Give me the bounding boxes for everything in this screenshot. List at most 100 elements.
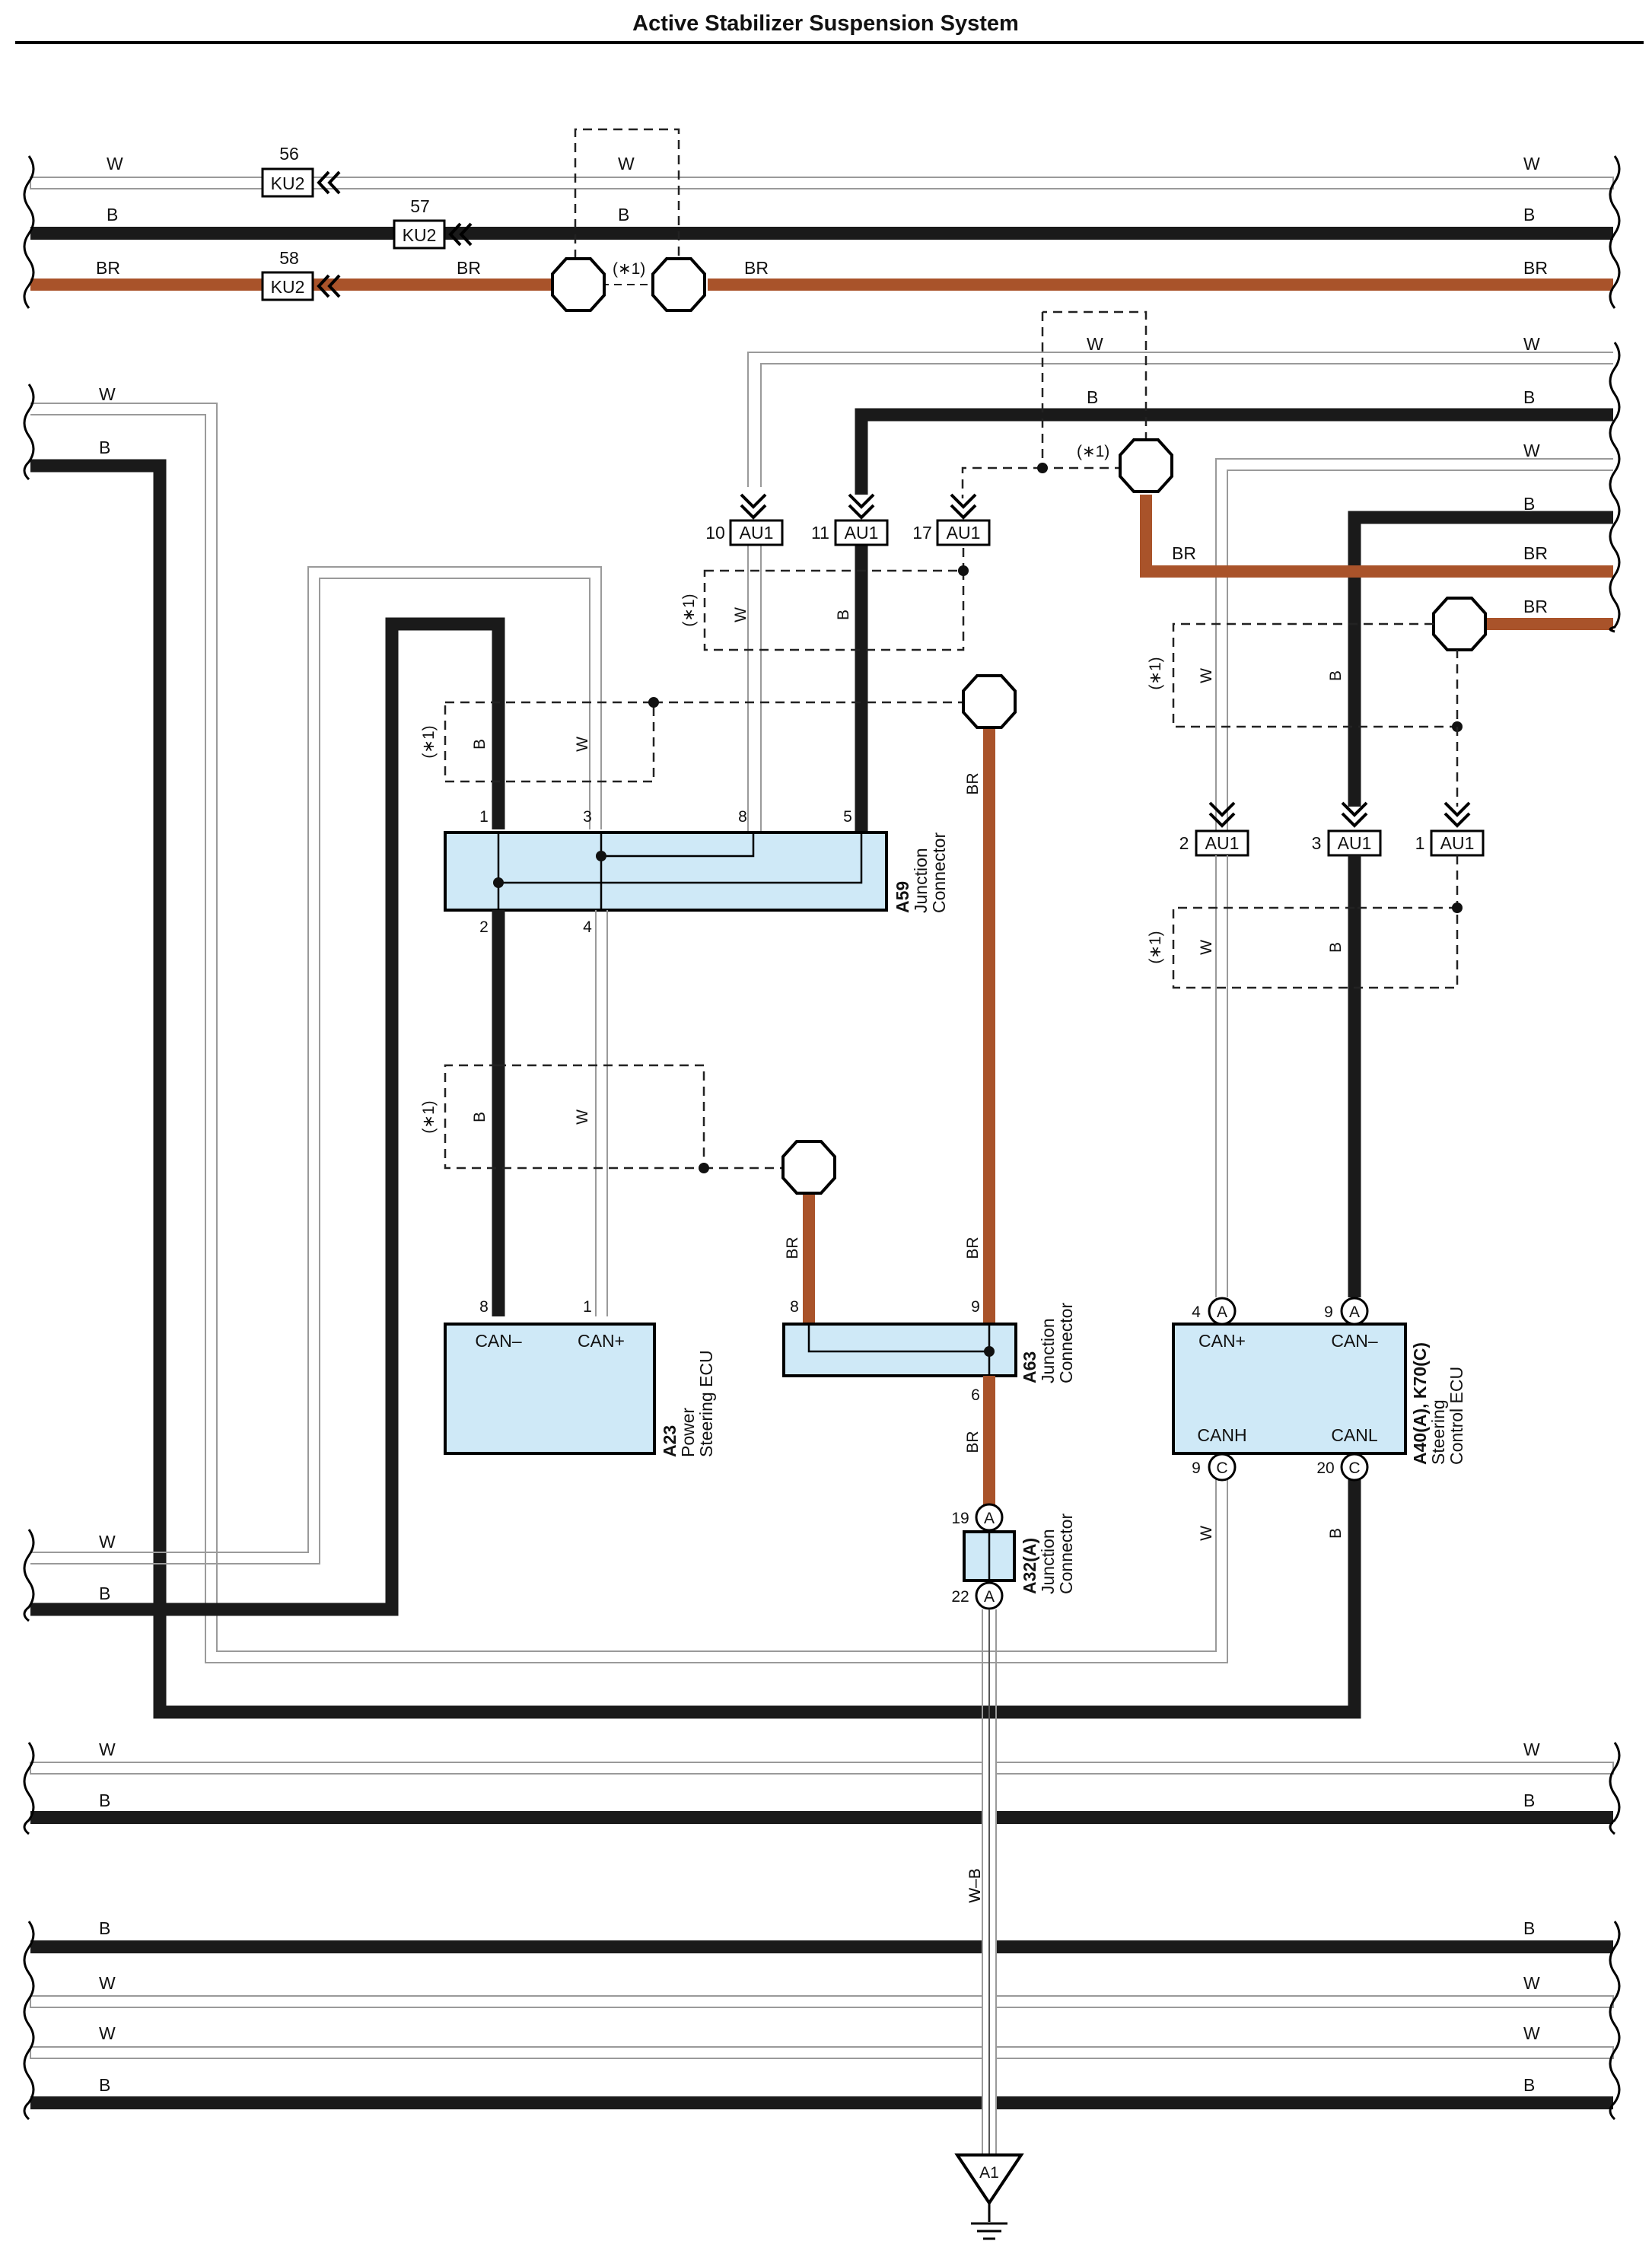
- connector-code: AU1: [845, 523, 879, 543]
- wire-label-b: B: [618, 205, 629, 224]
- arrow: [848, 504, 875, 520]
- wire-label-br: BR: [96, 258, 120, 278]
- connector-box: [261, 271, 314, 301]
- bottom-bus: W–B W B B W W B W B B W W B: [30, 1740, 1614, 2153]
- pin-number: 2: [479, 918, 489, 936]
- splice-icon: [781, 1140, 836, 1195]
- wire-label-w: W: [574, 1109, 591, 1125]
- optional-mark: (∗1): [1077, 443, 1109, 460]
- w-wire: [747, 352, 1613, 487]
- pin-number: 56: [279, 144, 299, 164]
- wire-label-br: BR: [784, 1237, 801, 1259]
- pin-letter: A: [1217, 1303, 1227, 1321]
- connector-body: [782, 1323, 1017, 1377]
- component-name: Connector: [1056, 1303, 1076, 1383]
- wire-break-icon: [1609, 1921, 1621, 2121]
- wire-label-w: W: [1523, 1973, 1540, 1993]
- w-wire: [1215, 458, 1613, 837]
- wire-label-b: B: [1327, 942, 1345, 953]
- w-wire: [30, 414, 1228, 1663]
- w-wire: [30, 566, 602, 1564]
- pin-number: 8: [479, 1298, 489, 1316]
- wire-label-b: B: [1523, 494, 1535, 514]
- wire-label-w: W: [99, 1973, 116, 1993]
- wire-label-w: W: [107, 154, 123, 173]
- arrow: [1444, 801, 1471, 817]
- w-wire: [30, 1762, 1614, 1775]
- splice-icon: [962, 674, 1017, 729]
- top-bus: W B BR W B BR BR W B BR (∗1) 56 KU2 57 K…: [30, 128, 1614, 312]
- a59-junction-connector: B W (∗1) 1 3 8 5 2 4 A59 Junction Connec…: [420, 697, 965, 936]
- wire-label-br: BR: [1523, 543, 1548, 563]
- wire-label-w: W: [1087, 334, 1103, 354]
- wire-label-w: W: [99, 1532, 116, 1552]
- pin-number: 9: [1192, 1459, 1201, 1477]
- w-wire: [1215, 855, 1228, 1297]
- connector-box: [393, 219, 446, 250]
- arrow: [1444, 812, 1471, 828]
- arrow: [740, 493, 767, 509]
- ground-triangle: [954, 2153, 1024, 2206]
- circle-pin-icon: [975, 1581, 1004, 1610]
- a32-junction-connector: A 19 A 22 A32(A) Junction Connector: [951, 1503, 1076, 1610]
- optional-box: [444, 701, 655, 783]
- wire-break-icons: [23, 155, 1621, 2121]
- wire-break-icon: [1609, 155, 1621, 309]
- optional-box: [574, 128, 680, 259]
- wire-label-br: BR: [964, 1431, 982, 1453]
- wire-label-w: W: [1523, 334, 1540, 354]
- terminal-label: CAN–: [475, 1331, 522, 1351]
- wire-label-br: BR: [964, 1237, 982, 1259]
- wire-label-wb: W–B: [966, 1868, 984, 1903]
- junction-dot: [493, 877, 504, 888]
- wire-label-wb: W–B: [966, 1868, 984, 1903]
- b-wire: [30, 1940, 1613, 1953]
- wire-label-b: B: [471, 1112, 489, 1122]
- b-wire: [30, 227, 1613, 240]
- pin-number: 6: [971, 1386, 980, 1404]
- optional-link: [961, 466, 1042, 498]
- internal-bus: [497, 832, 863, 910]
- wire-label-br: BR: [1172, 543, 1196, 563]
- junction-dot: [648, 697, 659, 708]
- component-name: Steering: [1428, 1399, 1448, 1465]
- component-name: Connector: [1056, 1514, 1076, 1594]
- pin-number: 5: [843, 808, 852, 826]
- wire-label-w: W: [99, 2023, 116, 2043]
- a23-power-steering-ecu: 8 1 CAN– CAN+ A23 Power Steering ECU: [444, 1298, 716, 1457]
- ground-id: A1: [979, 2164, 999, 2182]
- wire-label-b: B: [1523, 2075, 1535, 2095]
- terminal-label: CANH: [1197, 1425, 1246, 1445]
- wire-break-icon: [23, 1921, 35, 2121]
- w-wire: [30, 403, 1217, 1652]
- wire-label-w: W: [1198, 940, 1215, 955]
- component-body: [444, 1323, 656, 1455]
- pin-number: 8: [738, 808, 747, 826]
- wire-label-w: W: [1523, 441, 1540, 460]
- splice-icon: [1119, 438, 1173, 493]
- pin-number: 4: [1192, 1303, 1201, 1321]
- wire-label-b: B: [99, 438, 110, 457]
- splice-icon: [1432, 597, 1487, 651]
- arrow: [448, 222, 462, 247]
- b-wire: [855, 408, 1613, 495]
- junction-dot: [1037, 463, 1048, 473]
- terminal-label: CAN–: [1331, 1331, 1378, 1351]
- pin-number: 1: [1415, 833, 1425, 853]
- junction-dot: [958, 565, 969, 576]
- pin-number: 10: [705, 523, 725, 543]
- w-wire: [747, 533, 762, 833]
- left-wires: W B W B: [30, 384, 1361, 1719]
- pin-letter: C: [1216, 1459, 1227, 1477]
- w-wire: [30, 1995, 1614, 2008]
- connector-code: KU2: [271, 277, 305, 297]
- optional-mark: (∗1): [613, 260, 645, 278]
- wire-label-b: B: [835, 610, 852, 620]
- wire-label-br: BR: [964, 772, 982, 794]
- connector-code: AU1: [1338, 833, 1372, 853]
- optional-box: [1172, 906, 1459, 989]
- arrow: [1208, 801, 1236, 817]
- w-wire: [30, 2046, 1614, 2059]
- wire-label-b: B: [1087, 387, 1098, 407]
